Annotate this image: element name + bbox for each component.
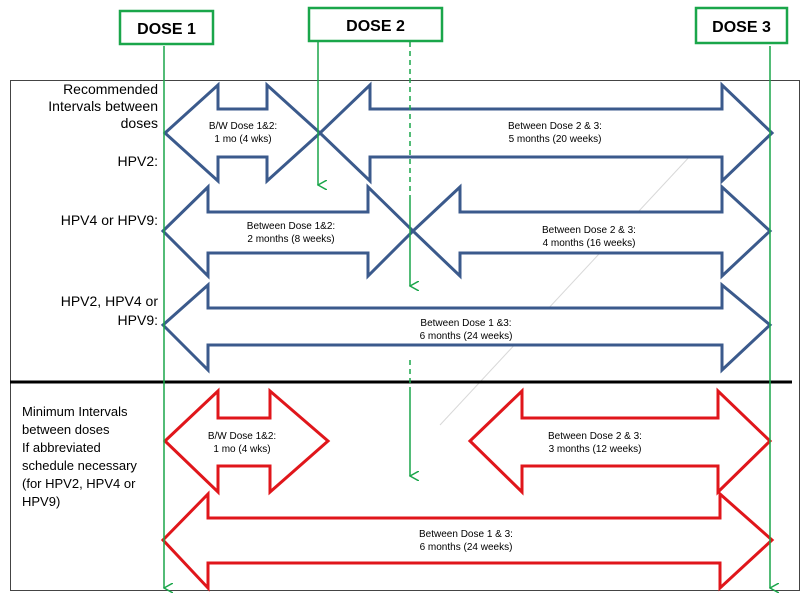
arrow-caption: Between Dose 1&2: [247,221,335,232]
dose3-label: DOSE 3 [712,19,771,36]
dose1-box [118,9,215,46]
arrow-caption: B/W Dose 1&2: [208,431,276,442]
dose1-label: DOSE 1 [137,21,196,38]
minimum-heading-line: HPV9) [22,494,60,509]
background-diagonal [439,139,706,426]
recommended-heading-line: doses [121,115,158,131]
row-label-hpv2: HPV2: [118,153,158,169]
arrow-caption: 3 months (12 weeks) [549,444,642,455]
arrow-caption: 4 months (16 weeks) [543,238,636,249]
arrow-caption: 6 months (24 weeks) [420,542,513,553]
row-label-all-types: HPV9: [118,312,158,328]
row-label-all-types: HPV2, HPV4 or [61,293,159,309]
minimum-captions: B/W Dose 1&2: 1 mo (4 wks) Between Dose … [208,431,642,553]
recommended-heading: Recommended Intervals between doses [48,81,158,131]
arrow-caption: 1 mo (4 wks) [213,444,270,455]
recommended-captions: B/W Dose 1&2: 1 mo (4 wks) Between Dose … [209,121,636,342]
minimum-heading-line: Minimum Intervals [22,404,128,419]
arrow-caption: Between Dose 2 & 3: [548,431,642,442]
arrow-caption: Between Dose 1 &3: [420,318,511,329]
minimum-heading-line: between doses [22,422,110,437]
minimum-heading-line: (for HPV2, HPV4 or [22,476,136,491]
hpv2-dose1-2-arrow [162,81,323,185]
minimum-heading-line: schedule necessary [22,458,137,473]
recommended-heading-line: Intervals between [48,98,158,114]
recommended-heading-line: Recommended [63,81,158,97]
dose2-label: DOSE 2 [346,18,405,35]
arrow-caption: 5 months (20 weeks) [509,134,602,145]
arrow-caption: 1 mo (4 wks) [214,134,271,145]
recommended-arrows [160,81,775,374]
minimum-heading: Minimum Intervals between doses If abbre… [22,404,137,509]
arrow-caption: 6 months (24 weeks) [420,331,513,342]
arrow-caption: B/W Dose 1&2: [209,121,277,132]
arrow-caption: 2 months (8 weeks) [247,234,334,245]
row-label-hpv4-9: HPV4 or HPV9: [61,212,158,228]
arrow-caption: Between Dose 2 & 3: [508,121,602,132]
minimum-heading-line: If abbreviated [22,440,101,455]
dose3-box [694,6,789,45]
minimum-arrows [160,387,775,592]
dose-headers: DOSE 1 DOSE 2 DOSE 3 [118,6,789,46]
dose2-box [307,6,444,43]
hpv2-dose2-3-arrow [317,81,775,185]
arrow-caption: Between Dose 2 & 3: [542,225,636,236]
min-dose1-3-arrow [160,490,775,592]
arrow-caption: Between Dose 1 & 3: [419,529,513,540]
dose-lines [164,42,770,588]
min-dose1-2-arrow [162,387,331,496]
